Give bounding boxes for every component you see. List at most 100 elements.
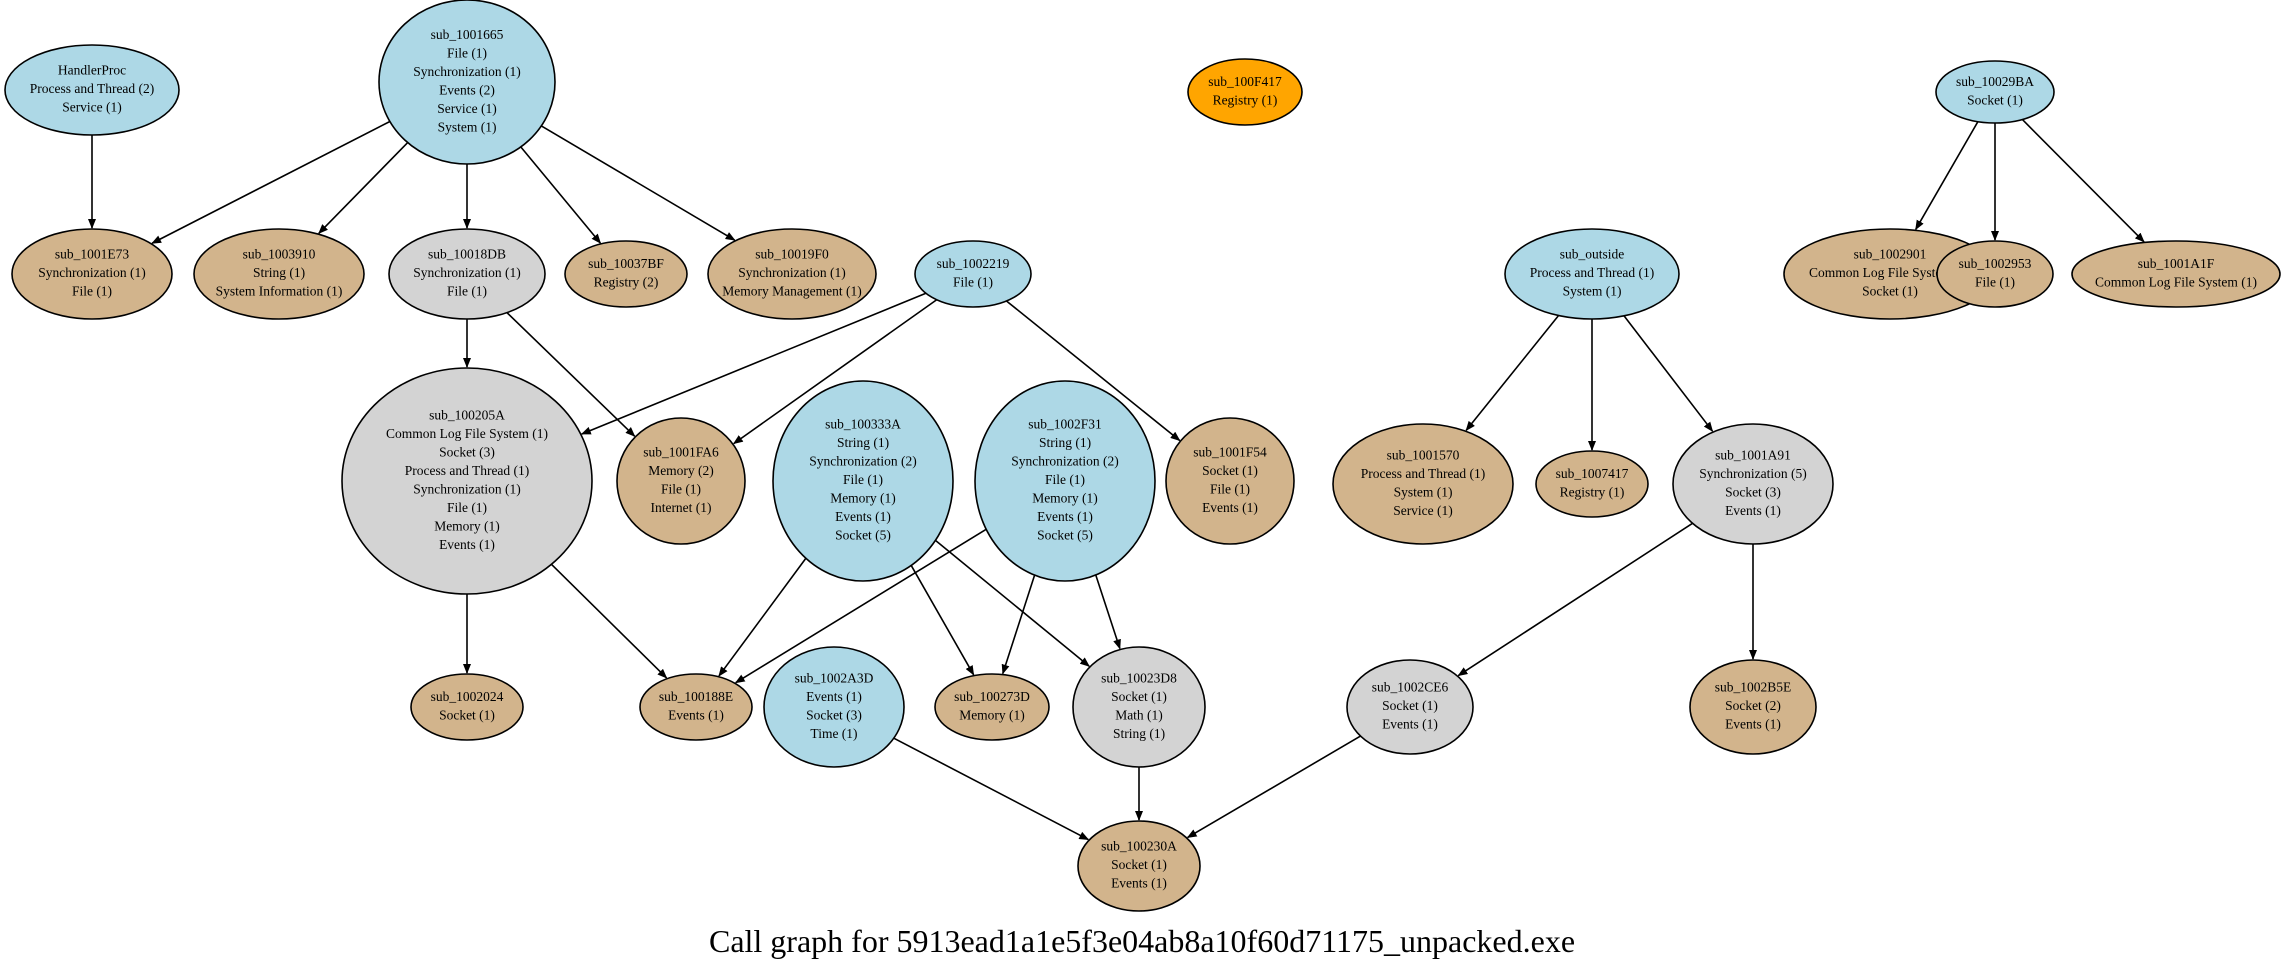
node-category: Service (1) [437, 101, 497, 116]
node-title: sub_1001A1F [2138, 256, 2215, 271]
edge-sub-100333a-to-sub-100188e [718, 557, 807, 677]
node-shape [934, 673, 1050, 741]
edge-sub-1002f31-to-sub-100188e [734, 528, 987, 684]
node-category: Socket (5) [1037, 528, 1093, 543]
node-category: Memory (1) [959, 707, 1025, 722]
node-category: Events (1) [668, 707, 724, 722]
node-title: sub_100333A [825, 417, 901, 432]
node-category: Process and Thread (1) [1361, 466, 1486, 481]
edge-sub-10018db-to-sub-1001fa6 [506, 312, 636, 437]
node-category: Process and Thread (1) [405, 463, 530, 478]
node-category: File (1) [72, 284, 112, 299]
node-category: String (1) [1113, 726, 1165, 741]
node-shape [410, 673, 524, 741]
graph-caption: Call graph for 5913ead1a1e5f3e04ab8a10f6… [709, 923, 1575, 959]
node-category: Socket (1) [1111, 689, 1167, 704]
node-category: File (1) [843, 472, 883, 487]
node-shape [1689, 659, 1817, 755]
node-title: sub_10018DB [428, 247, 506, 262]
node-shape [388, 228, 546, 320]
node-category: Socket (1) [1202, 463, 1258, 478]
node-title: sub_1001570 [1387, 447, 1460, 462]
edges-layer [88, 118, 2145, 841]
node-category: Socket (1) [439, 707, 495, 722]
node-title: sub_1001F54 [1193, 444, 1267, 459]
node-title: sub_1003910 [243, 247, 316, 262]
node-category: Socket (1) [1862, 284, 1918, 299]
node-shape [772, 380, 954, 582]
node-category: Service (1) [62, 100, 122, 115]
node-category: Socket (1) [1967, 92, 2023, 107]
node-shape [763, 646, 905, 768]
node-shape [1332, 423, 1514, 545]
node-category: Events (1) [806, 689, 862, 704]
node-shape [1504, 228, 1680, 320]
node-category: File (1) [1210, 481, 1250, 496]
edge-sub-1001665-to-sub-1001e73 [151, 120, 391, 244]
node-shape [639, 673, 753, 741]
node-shape [564, 240, 688, 308]
node-title: sub_100205A [429, 407, 505, 422]
node-shape [378, 0, 556, 165]
edge-sub-1001a91-to-sub-1002ce6 [1457, 522, 1693, 677]
node-category: Registry (2) [594, 274, 659, 289]
node-category: Events (1) [1725, 503, 1781, 518]
node-title: sub_1002953 [1959, 256, 2032, 271]
node-category: Math (1) [1115, 707, 1163, 722]
node-shape [1346, 659, 1474, 755]
edge-sub-100205a-to-sub-100188e [550, 563, 668, 679]
node-title: sub_10023D8 [1101, 670, 1177, 685]
edge-sub-1002219-to-sub-1001fa6 [732, 299, 938, 445]
node-category: System Information (1) [216, 284, 343, 299]
node-title: sub_1002F31 [1028, 417, 1102, 432]
node-title: sub_1002901 [1854, 247, 1927, 262]
node-sub-10037bf[interactable]: sub_10037BF Registry (2) [564, 240, 688, 308]
edge-sub-1002219-to-sub-100205a [580, 292, 927, 435]
node-category: String (1) [1039, 435, 1091, 450]
edge-sub-1002219-to-sub-1001f54 [1005, 300, 1181, 442]
edge-sub-1001665-to-sub-10019f0 [540, 125, 736, 241]
edge-sub-10029ba-to-sub-1002901 [1915, 121, 1979, 231]
node-shape [2071, 240, 2281, 308]
node-category: File (1) [661, 481, 701, 496]
node-category: Socket (1) [1382, 698, 1438, 713]
node-shape [11, 228, 173, 320]
node-title: sub_1001A91 [1715, 447, 1791, 462]
node-category: Events (2) [439, 82, 495, 97]
node-category: Process and Thread (2) [30, 81, 155, 96]
node-category: Socket (3) [439, 444, 495, 459]
node-category: Memory (1) [434, 518, 500, 533]
node-category: Service (1) [1393, 503, 1453, 518]
edge-sub-1002f31-to-sub-10023d8 [1095, 574, 1121, 650]
node-category: Synchronization (1) [38, 265, 146, 280]
node-title: sub_10037BF [588, 256, 664, 271]
